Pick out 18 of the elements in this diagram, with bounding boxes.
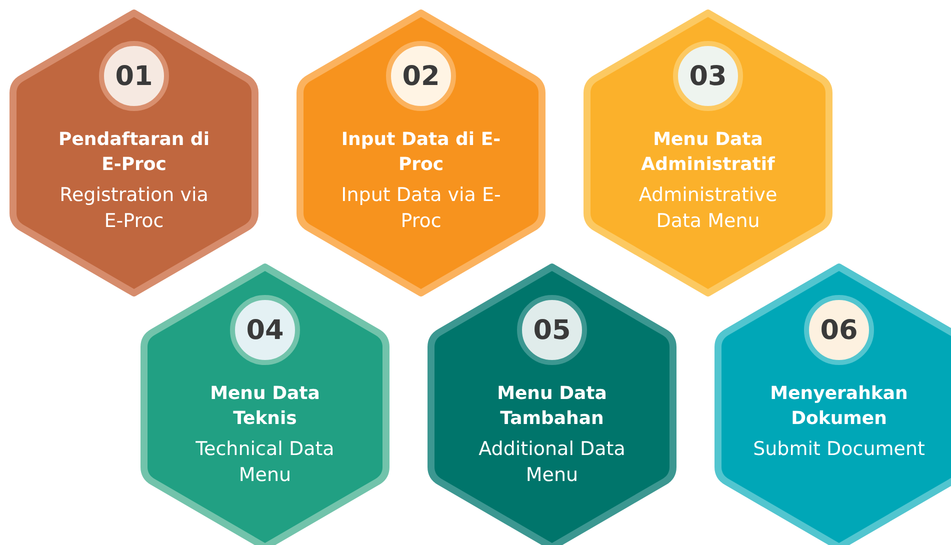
step-subtitle: Input Data via E-Proc xyxy=(340,183,502,234)
step-hexagon xyxy=(8,8,260,298)
step-hexagon xyxy=(582,8,834,298)
step-subtitle: Additional Data Menu xyxy=(478,437,626,488)
step-hexagon xyxy=(139,262,391,545)
step-title: Menu Data Tambahan xyxy=(496,382,608,431)
step-subtitle: Registration via E-Proc xyxy=(58,183,210,234)
step-title: Input Data di E-Proc xyxy=(341,128,501,177)
step-title: Menu Data Administratif xyxy=(640,128,776,177)
step-subtitle: Administrative Data Menu xyxy=(638,183,778,234)
step-title: Menyerahkan Dokumen xyxy=(769,382,909,431)
step-hexagon xyxy=(426,262,678,545)
step-title: Pendaftaran di E-Proc xyxy=(58,128,210,177)
step-subtitle: Technical Data Menu xyxy=(194,437,336,488)
step-hexagon xyxy=(713,262,951,545)
step-hexagon xyxy=(295,8,547,298)
step-title: Menu Data Teknis xyxy=(209,382,321,431)
step-subtitle: Submit Document xyxy=(753,437,925,462)
